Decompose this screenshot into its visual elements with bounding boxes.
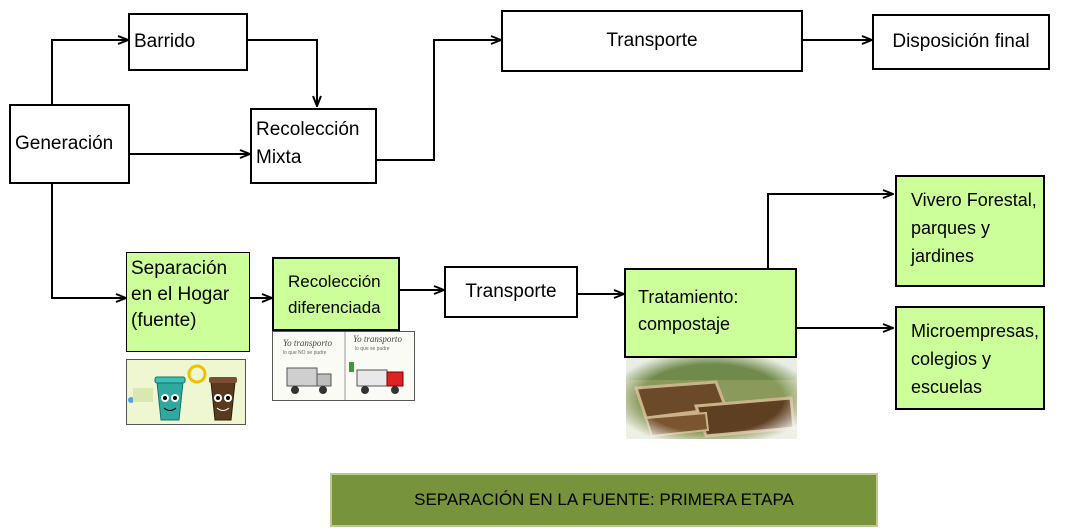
recycling-bins-illustration (127, 360, 245, 424)
microempresas-box: Microempresas, colegios y escuelas (895, 306, 1045, 410)
vivero-box: Vivero Forestal, parques y jardines (895, 175, 1045, 287)
recoleccion-mixta-box: Recolección Mixta (250, 108, 377, 184)
tratamiento-line-1: Tratamiento: (638, 287, 739, 307)
microempresas-line-2: colegios y (911, 348, 992, 369)
generacion-label: Generación (15, 133, 114, 155)
vivero-line-3: jardines (911, 245, 975, 266)
microempresas-line-1: Microempresas, (911, 321, 1040, 341)
trucks-image: Yo transporto lo que NO se pudre Yo tran… (272, 331, 415, 401)
disposicion-final-box: Disposición final (872, 14, 1050, 70)
tratamiento-line-2: compostaje (638, 314, 731, 334)
arrow-barrido-recoleccion (248, 39, 317, 106)
microempresas-line-3: escuelas (911, 376, 983, 397)
footer-banner: SEPARACIÓN EN LA FUENTE: PRIMERA ETAPA (330, 473, 878, 527)
barrido-label: Barrido (134, 31, 196, 53)
generacion-box: Generación (9, 104, 130, 184)
barrido-box: Barrido (128, 13, 248, 71)
disposicion-final-label: Disposición final (892, 31, 1030, 53)
vivero-line-1: Vivero Forestal, (911, 190, 1037, 210)
recycling-bins-image (126, 359, 246, 425)
arrow-generacion-separacion (51, 184, 126, 298)
truck-caption-2b: lo que se pudre (355, 346, 390, 352)
truck-caption-2: Yo transporto (353, 334, 402, 344)
arrow-tratamiento-vivero (767, 194, 893, 268)
trucks-illustration: Yo transporto lo que NO se pudre Yo tran… (273, 332, 414, 400)
truck-caption-1b: lo que NO se pudre (283, 350, 327, 356)
recoleccion-mixta-line-2: Mixta (256, 146, 302, 168)
separacion-line-2: en el Hogar (131, 284, 230, 306)
separacion-box: Separación en el Hogar (fuente) (126, 252, 250, 352)
compost-beds-illustration (626, 358, 797, 439)
footer-text: SEPARACIÓN EN LA FUENTE: PRIMERA ETAPA (414, 490, 794, 509)
transporte-top-box: Transporte (501, 10, 803, 72)
truck-caption-1: Yo transporto (283, 338, 332, 348)
recoleccion-mixta-line-1: Recolección (256, 119, 360, 140)
recoleccion-dif-line-1: Recolección (288, 272, 381, 291)
recoleccion-dif-line-2: diferenciada (288, 297, 381, 317)
recoleccion-dif-box: Recolección diferenciada (272, 257, 400, 331)
vivero-line-2: parques y (911, 217, 991, 238)
transporte-bottom-label: Transporte (465, 281, 557, 303)
separacion-line-1: Separación (131, 258, 228, 279)
tratamiento-box: Tratamiento: compostaje (624, 268, 797, 358)
transporte-top-label: Transporte (606, 30, 698, 52)
transporte-bottom-box: Transporte (444, 266, 578, 318)
compost-image (626, 358, 797, 439)
arrow-recoleccion-transporte (377, 40, 501, 161)
arrow-generacion-barrido (51, 40, 128, 104)
separacion-line-3: (fuente) (131, 310, 197, 332)
